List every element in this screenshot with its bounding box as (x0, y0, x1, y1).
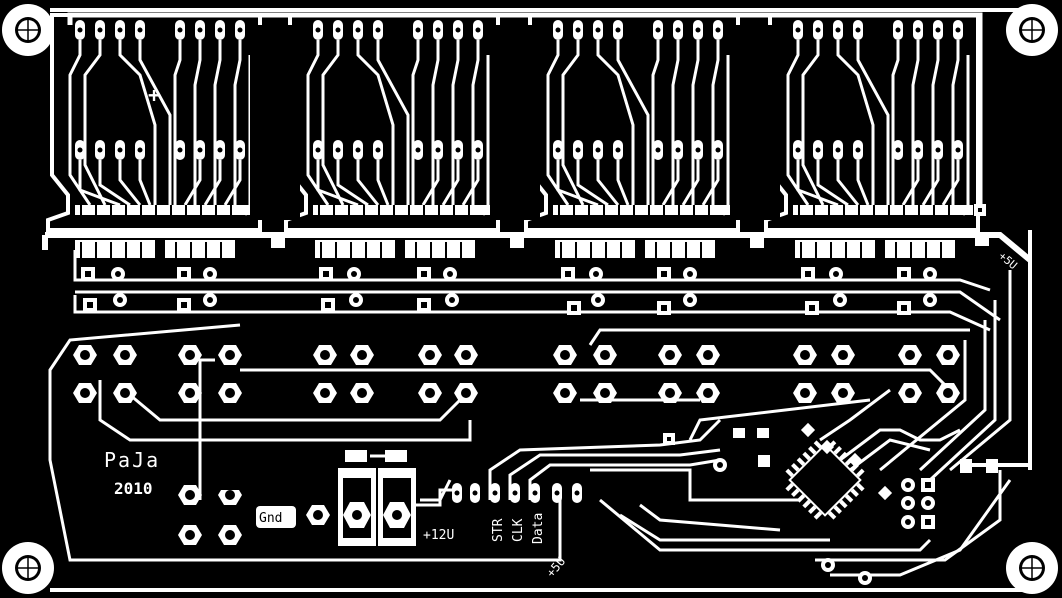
header-pads-lower (73, 383, 960, 403)
plus5v-right-label: +5U (996, 249, 1020, 272)
plus12v-label: +12U (423, 528, 454, 543)
display-module-3 (526, 15, 738, 230)
display-module-1 (48, 15, 260, 230)
lower-traces (48, 270, 1012, 577)
top-bus-trace (67, 12, 983, 210)
str-label: STR (491, 518, 506, 542)
gnd-label: Gnd (259, 511, 282, 526)
left-pads (178, 485, 242, 545)
mounting-hole-icon (1005, 3, 1059, 57)
gnd-pad (306, 505, 330, 525)
polarity-plus-label: + (148, 83, 160, 107)
signal-connector (452, 483, 582, 503)
data-label: Data (531, 513, 546, 544)
driver-bus (42, 232, 1032, 332)
clk-label: CLK (511, 518, 526, 542)
isp-header (901, 478, 935, 529)
mounting-hole-icon (1005, 541, 1059, 595)
smd-components (663, 422, 893, 501)
mounting-hole-icon (1, 541, 55, 595)
year-label: 2010 (114, 479, 153, 498)
header-pads-upper (73, 345, 960, 365)
display-module-2 (286, 15, 498, 230)
plus5v-bottom-label: +5U (544, 554, 569, 580)
mounting-hole-icon (1, 3, 55, 57)
author-label: PaJa (104, 448, 160, 472)
board-outline (50, 8, 1040, 592)
display-module-4 (766, 15, 978, 230)
power-terminals (338, 450, 455, 546)
